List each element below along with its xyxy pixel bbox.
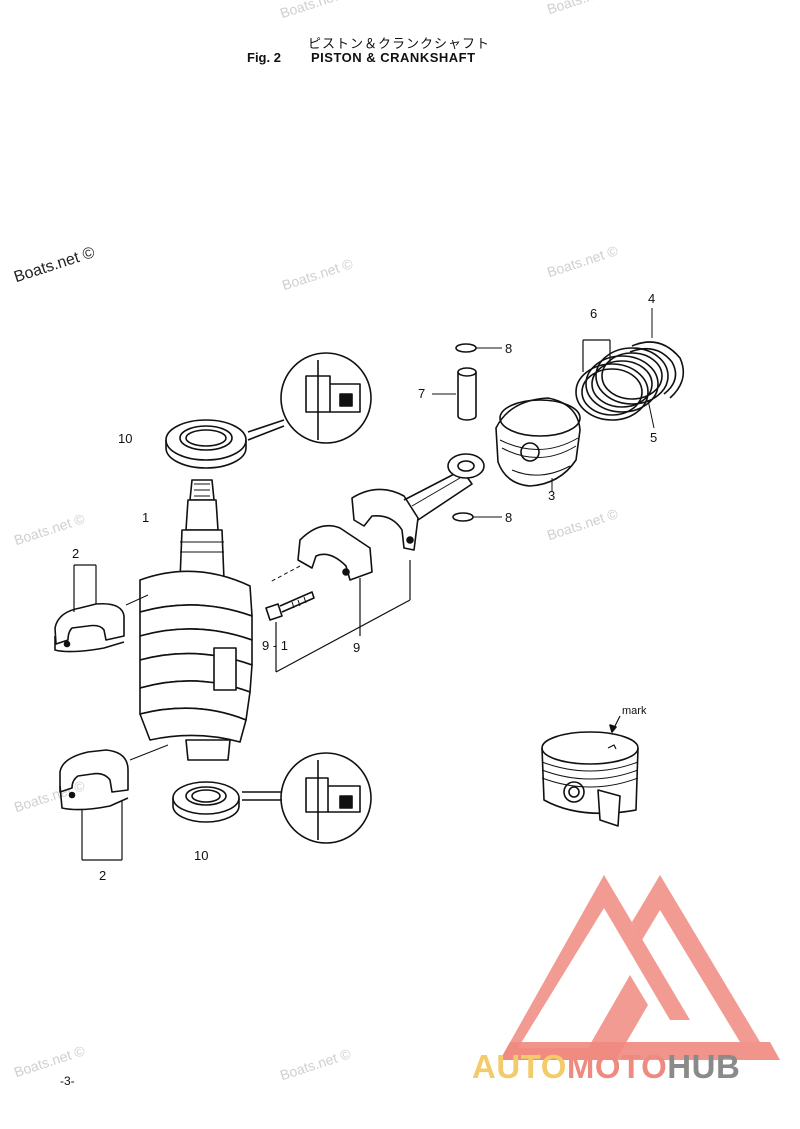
automotohub-logo-icon: [500, 875, 780, 1060]
figure-title: PISTON & CRANKSHAFT: [311, 50, 476, 65]
piston-rings: [575, 347, 669, 421]
callout-mark: mark: [622, 705, 647, 717]
title-japanese: ピストン＆クランクシャフト: [308, 37, 491, 52]
piston-pin: [457, 367, 477, 421]
oil-seal-lower: [172, 781, 240, 823]
callout-6: 6: [590, 306, 597, 321]
brand-moto: MOTO: [566, 1048, 668, 1085]
diagram-header: ピストン＆クランクシャフト Fig. 2 PISTON & CRANKSHAFT: [0, 0, 800, 80]
connecting-rod-bolt: [265, 591, 315, 621]
main-bearing-upper: [54, 602, 125, 653]
connecting-rod: [351, 453, 485, 551]
main-bearing-lower: [59, 749, 129, 811]
callout-4: 4: [648, 291, 655, 306]
callout-10-lower: 10: [194, 848, 208, 863]
oil-seal-upper: [165, 419, 247, 469]
callout-2-upper: 2: [72, 546, 79, 561]
connecting-rod-cap: [297, 524, 373, 581]
figure-number: Fig. 2: [247, 50, 281, 65]
callout-7: 7: [418, 386, 425, 401]
seal-detail-lower: [242, 752, 372, 844]
piston: [495, 397, 581, 487]
brand-hub: HUB: [667, 1048, 741, 1085]
piston-pin-clip-upper: [455, 343, 477, 353]
piston-pin-clip-lower: [452, 512, 474, 522]
callout-3: 3: [548, 488, 555, 503]
callout-8-lower: 8: [505, 510, 512, 525]
callout-1: 1: [142, 510, 149, 525]
brand-auto: AUTO: [472, 1048, 567, 1085]
callout-5: 5: [650, 430, 657, 445]
callout-8-upper: 8: [505, 341, 512, 356]
top-ring: [629, 341, 685, 399]
crankshaft: [139, 479, 253, 761]
brand-wordmark: AUTOMOTOHUB: [472, 1048, 740, 1086]
callout-9: 9: [353, 640, 360, 655]
piston-mark-detail: [541, 731, 639, 827]
page-number: -3-: [60, 1074, 75, 1088]
seal-detail-upper: [247, 352, 372, 444]
callout-10-upper: 10: [118, 431, 132, 446]
callout-2-lower: 2: [99, 868, 106, 883]
callout-9-1: 9 - 1: [262, 638, 288, 653]
